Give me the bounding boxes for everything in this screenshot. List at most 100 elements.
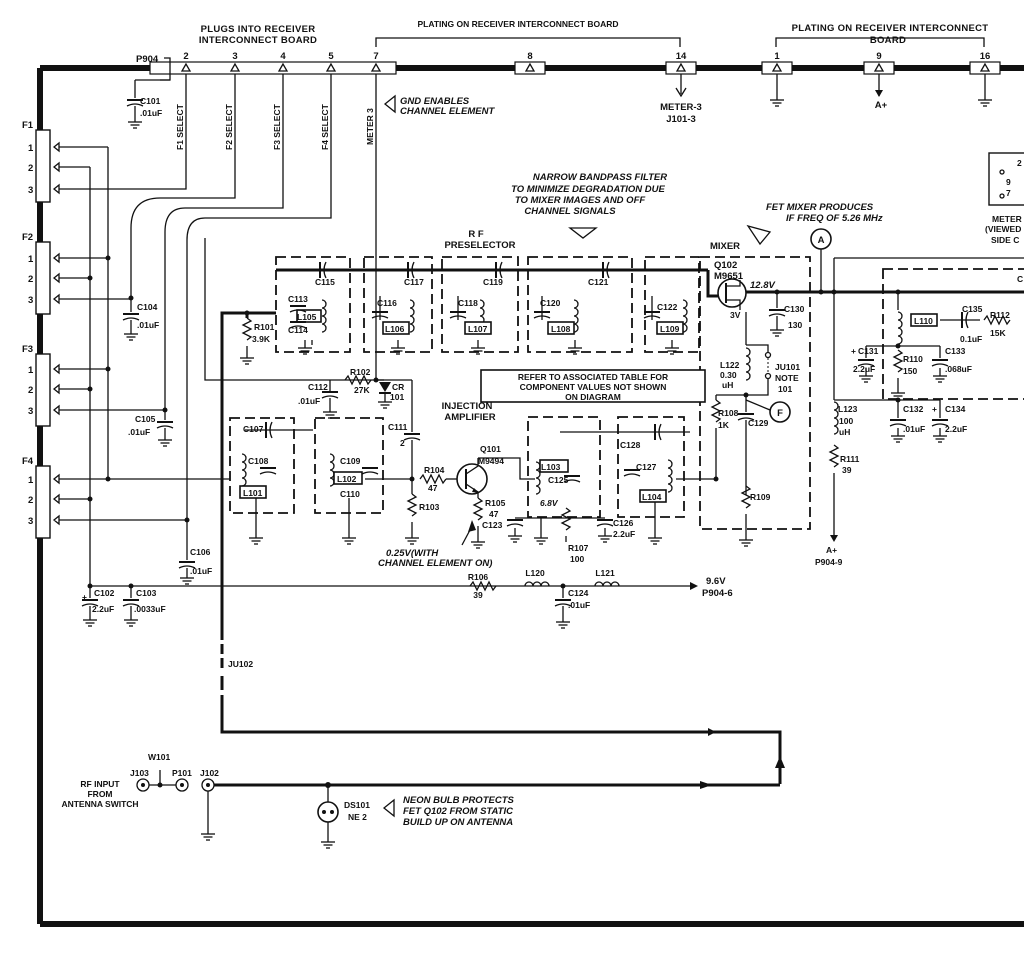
q102-value: M9651 [714,271,744,282]
c103-value: .0033uF [134,604,166,614]
r112-label: R112 [990,310,1010,320]
rf-preselector-2: PRESELECTOR [444,240,515,251]
tank-l106 [371,261,415,355]
bracket-plating-2 [775,37,985,47]
r109-label: R109 [750,492,771,502]
ju101-label: JU101 [775,362,800,372]
c134-value: 2.2uF [945,424,967,434]
v025-note-1: 0.25V(WITH [386,548,439,559]
f2-select-label: F2 SELECT [224,103,234,150]
c104-value: .01uF [137,320,159,330]
l123-unit: uH [839,427,850,437]
c120-label: C120 [540,298,561,308]
c101-label: C101 [140,96,161,106]
c134-label: C134 [945,404,966,414]
connector-wiring [52,141,377,586]
f2-pin-3: 3 [28,295,33,306]
meter3-label: METER 3 [365,108,375,145]
r108-label: R108 [718,408,739,418]
c119-label: C119 [483,277,503,287]
f2-label: F2 [22,232,33,243]
mixer-label: MIXER [710,241,740,252]
r111-label: R111 [840,454,860,464]
r105-value: 47 [489,509,499,519]
neon-note-2: FET Q102 FROM STATIC [403,806,513,817]
p904-9-label: P904-9 [815,557,843,567]
header-plating-2b: BOARD [870,35,906,46]
refer-line-1: REFER TO ASSOCIATED TABLE FOR [518,372,668,382]
f1-pin-3: 3 [28,185,33,196]
l105-label: L105 [297,312,317,322]
c127-label: C127 [636,462,657,472]
meter3-ref: METER-3 [660,102,702,113]
f1-pin-1: 1 [28,143,34,154]
f3-label: F3 [22,344,33,355]
r101-value: 3.9K [252,334,271,344]
header-plugs-2: INTERCONNECT BOARD [199,35,317,46]
svg-text:+: + [932,404,937,414]
r112-value: 15K [990,328,1006,338]
pin-5: 5 [328,51,334,62]
c111-label: C111 [388,422,408,432]
c135-value: 0.1uF [960,334,982,344]
l120-label: L120 [525,568,545,578]
p101-label: P101 [172,768,192,778]
ds101-neon-bulb [317,801,339,823]
v3-label: 3V [730,310,741,320]
r111-value: 39 [842,465,852,475]
injection-label-2: AMPLIFIER [444,412,495,423]
ds101-label: DS101 [344,800,370,810]
connector-block [35,129,51,539]
f4-pin-1: 1 [28,475,34,486]
pin-2: 2 [183,51,188,62]
f1-pin-2: 2 [28,163,33,174]
injection-label-1: INJECTION [442,401,493,412]
filter-note-3: TO MIXER IMAGES AND OFF [515,195,646,206]
cr101-value: 101 [390,392,404,402]
meter-label-2: (VIEWED [985,224,1021,234]
rf-preselector-1: R F [468,229,484,240]
pin-3: 3 [232,51,237,62]
c110-label: C110 [340,489,360,499]
r106-label: R106 [468,572,489,582]
l121-label: L121 [595,568,615,578]
ju101-num: 101 [778,384,792,394]
l103-label: L103 [541,462,561,472]
rf-input-label-1: RF INPUT [80,779,120,789]
r101-label: R101 [254,322,275,332]
r108-value: 1K [718,420,730,430]
bracket-plating-1 [375,37,681,47]
c112-label: C112 [308,382,328,392]
f3-select-label: F3 SELECT [272,103,282,150]
meter-label-3: SIDE C [991,235,1019,245]
c114-label: C114 [288,325,308,335]
svg-text:+: + [851,346,856,356]
c117-label: C117 [404,277,424,287]
c129-label: C129 [748,418,769,428]
c105-value: .01uF [128,427,150,437]
c103-label: C103 [136,588,157,598]
r102-value: 27K [354,385,370,395]
gnd-enables-note-2: CHANNEL ELEMENT [400,106,495,117]
c112-value: .01uF [298,396,320,406]
f1-select-label: F1 SELECT [175,103,185,150]
c121-label: C121 [588,277,609,287]
c132-value: .01uF [903,424,925,434]
filter-note-4: CHANNEL SIGNALS [524,206,616,217]
p904-6-label: P904-6 [702,588,733,599]
pin-1: 1 [774,51,780,62]
v025-note-2: CHANNEL ELEMENT ON) [378,558,492,569]
refer-table-note [480,369,706,403]
cr101-label: CR [392,382,404,392]
c131-label: C131 [858,346,879,356]
test-point-f-label: F [777,408,783,419]
l101-label: L101 [243,488,263,498]
tank-l107 [449,261,503,355]
j103-label: J103 [130,768,149,778]
f3-pin-3: 3 [28,406,33,417]
ju102-label: JU102 [228,659,253,669]
pin-16: 16 [980,51,991,62]
tank-l109 [643,296,688,355]
tank-l105 [289,261,327,355]
c130-label: C130 [784,304,805,314]
